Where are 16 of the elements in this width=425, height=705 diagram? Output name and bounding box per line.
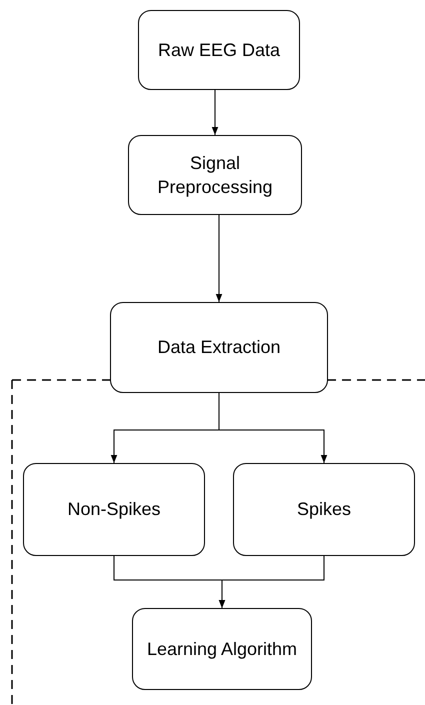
arrow <box>218 556 324 608</box>
box-label: Spikes <box>296 498 352 522</box>
box-label: Non-Spikes <box>66 498 162 522</box>
process-box <box>23 463 205 556</box>
arrow <box>212 90 218 136</box>
box-label: Signal Preprocessing <box>156 152 274 199</box>
process-box <box>233 463 415 556</box>
arrow <box>218 392 328 464</box>
box-label: Learning Algorithm <box>146 638 298 661</box>
arrow <box>216 214 222 302</box>
process-box <box>138 10 300 90</box>
process-box <box>132 608 312 690</box>
box-label: Raw EEG Data <box>156 38 282 62</box>
process-box <box>110 302 328 393</box>
box-label: Data Extraction <box>156 336 282 360</box>
process-box <box>128 135 302 215</box>
